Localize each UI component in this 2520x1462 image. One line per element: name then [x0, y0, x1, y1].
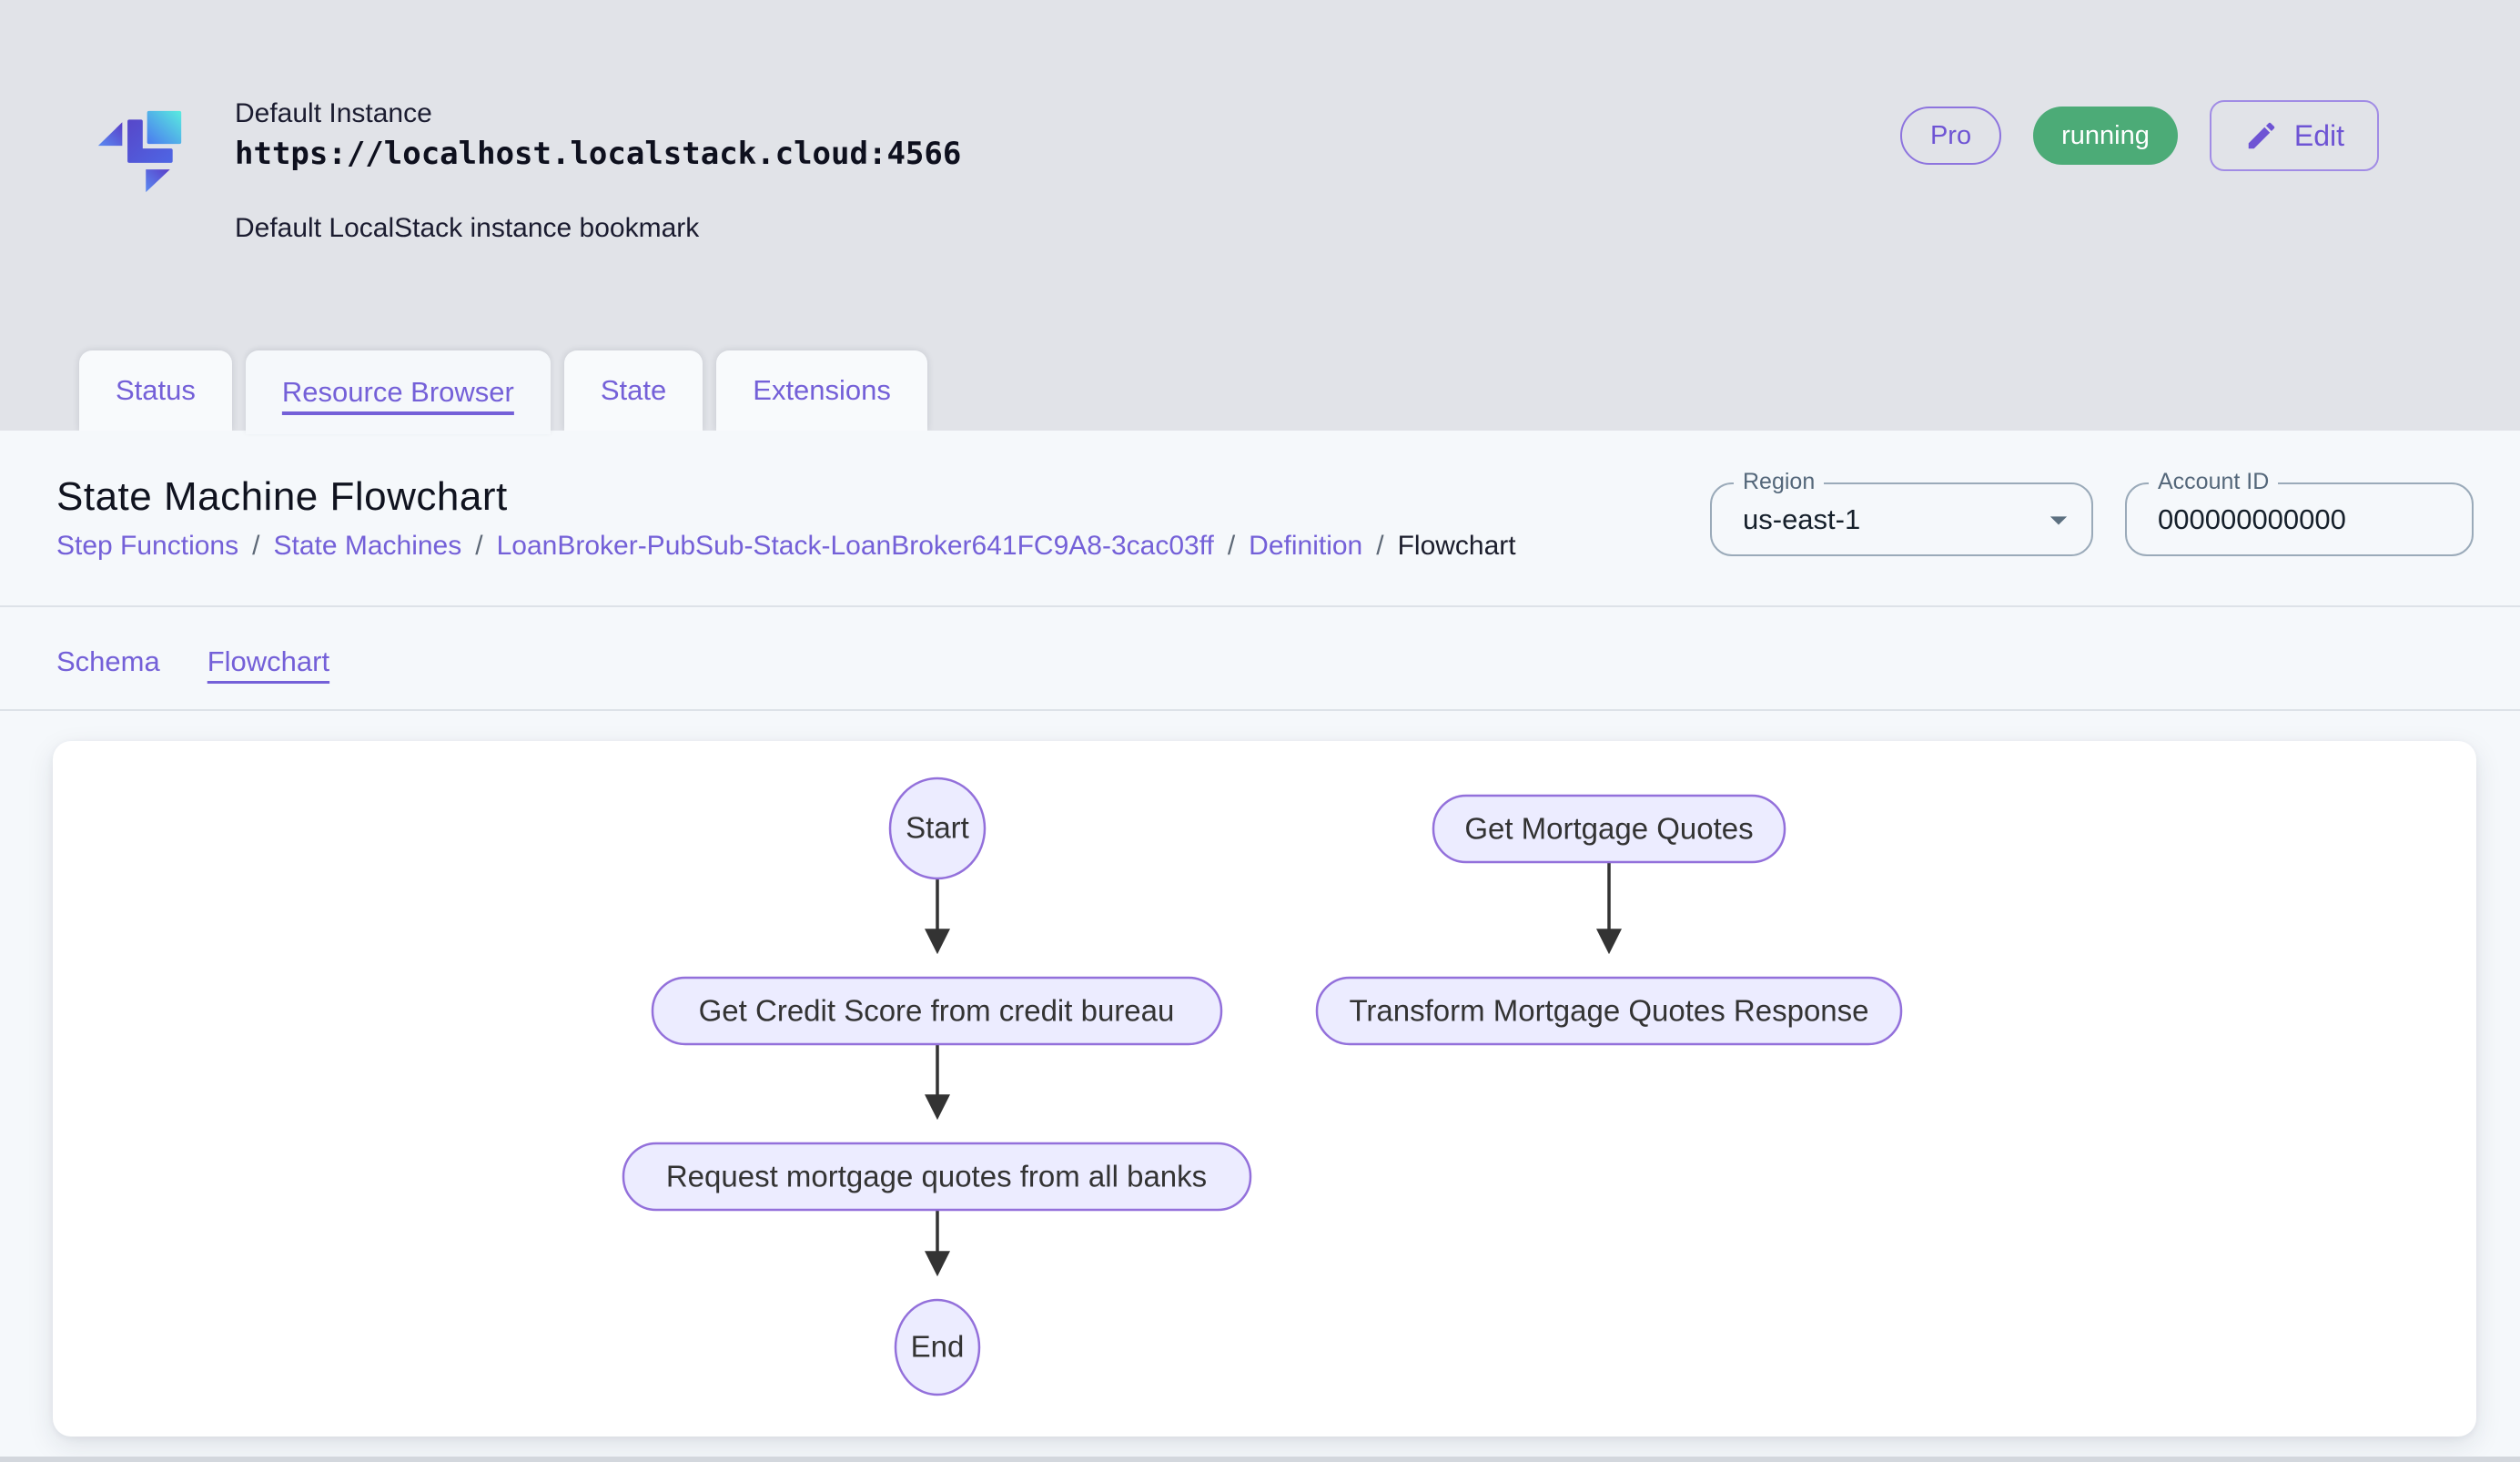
account-id-label: Account ID	[2149, 469, 2279, 495]
account-id-field: Account ID	[2125, 469, 2474, 556]
node-request-quotes-label: Request mortgage quotes from all banks	[666, 1160, 1207, 1193]
breadcrumb-state-machines[interactable]: State Machines	[273, 531, 462, 561]
breadcrumb-state-machine-name[interactable]: LoanBroker-PubSub-Stack-LoanBroker641FC9…	[496, 531, 1214, 561]
breadcrumb-separator: /	[1227, 531, 1236, 561]
chevron-down-icon	[2049, 516, 2068, 525]
main-tabs: Status Resource Browser State Extensions	[79, 350, 927, 434]
page-title: State Machine Flowchart	[56, 474, 508, 519]
node-get-credit-score-label: Get Credit Score from credit bureau	[699, 994, 1175, 1028]
account-id-input[interactable]	[2127, 484, 2472, 554]
subtab-schema[interactable]: Schema	[56, 645, 160, 677]
region-select[interactable]: Region us-east-1	[1710, 469, 2093, 556]
definition-subtabs: Schema Flowchart	[56, 635, 329, 689]
header-actions: Pro running Edit	[1899, 100, 2379, 171]
instance-name: Default Instance	[235, 98, 432, 128]
node-get-mortgage-quotes	[1432, 794, 1786, 864]
node-start-label: Start	[906, 811, 969, 845]
resource-browser-panel: State Machine Flowchart Step Functions /…	[0, 431, 2520, 1462]
tab-extensions-label: Extensions	[753, 374, 891, 406]
instance-description: Default LocalStack instance bookmark	[235, 213, 700, 243]
tab-status-label: Status	[116, 374, 196, 406]
header-divider	[0, 605, 2520, 607]
subtab-flowchart[interactable]: Flowchart	[207, 645, 330, 677]
flowchart-card: Start Get Credit Score from credit burea…	[53, 741, 2476, 1437]
node-end-label: End	[911, 1330, 965, 1364]
tab-status[interactable]: Status	[79, 350, 232, 431]
node-transform-response-label: Transform Mortgage Quotes Response	[1349, 994, 1868, 1028]
pencil-icon	[2248, 122, 2275, 149]
localstack-logo-icon	[97, 110, 182, 193]
breadcrumb-separator: /	[1376, 531, 1384, 561]
tab-extensions[interactable]: Extensions	[716, 350, 927, 431]
instance-info: Default Instance https://localhost.local…	[235, 95, 961, 244]
node-end	[894, 1298, 981, 1396]
localstack-logo	[86, 95, 196, 202]
node-start	[888, 777, 987, 880]
breadcrumb-definition[interactable]: Definition	[1249, 531, 1363, 561]
region-select-label: Region	[1734, 469, 1825, 495]
node-request-quotes	[622, 1142, 1252, 1212]
tab-state-label: State	[600, 374, 667, 406]
breadcrumb-separator: /	[252, 531, 260, 561]
node-get-credit-score	[651, 976, 1223, 1046]
edit-button[interactable]: Edit	[2209, 100, 2379, 171]
breadcrumb-step-functions[interactable]: Step Functions	[56, 531, 239, 561]
state-machine-flowchart: Start Get Credit Score from credit burea…	[622, 777, 1903, 1396]
breadcrumb: Step Functions / State Machines / LoanBr…	[56, 531, 1516, 562]
node-transform-response	[1315, 976, 1903, 1046]
tab-resource-browser-label: Resource Browser	[281, 376, 514, 408]
bottom-edge-divider	[0, 1457, 2520, 1462]
region-select-value: us-east-1	[1743, 503, 1861, 535]
pro-badge: Pro	[1899, 107, 2002, 165]
breadcrumb-current: Flowchart	[1397, 531, 1516, 561]
edit-button-label: Edit	[2293, 118, 2344, 152]
node-get-mortgage-quotes-label: Get Mortgage Quotes	[1464, 812, 1753, 846]
tab-resource-browser[interactable]: Resource Browser	[245, 350, 551, 434]
subtabs-divider	[0, 709, 2520, 711]
instance-url: https://localhost.localstack.cloud:4566	[235, 136, 962, 172]
tab-state[interactable]: State	[563, 350, 703, 431]
breadcrumb-separator: /	[475, 531, 483, 561]
running-status-badge: running	[2033, 107, 2178, 165]
